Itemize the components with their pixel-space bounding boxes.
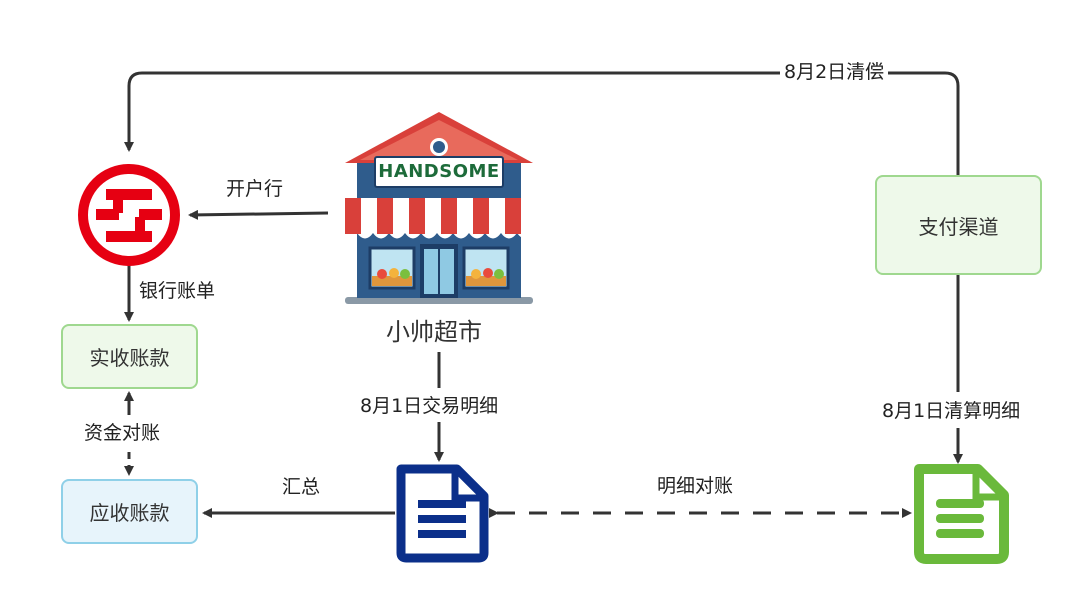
document-icon: [396, 464, 489, 563]
transaction-detail-label: 8月1日交易明细: [360, 395, 499, 417]
store-sign-text: HANDSOME: [378, 161, 500, 182]
received-funds-node: 实收账款: [61, 324, 198, 389]
fund-reconciliation-label: 资金对账: [84, 422, 161, 444]
detail-reconciliation-label: 明细对账: [657, 475, 734, 497]
opening-bank-label: 开户行: [226, 178, 284, 200]
icbc-bank-logo-icon: [78, 164, 180, 266]
settlement-connector: [124, 71, 960, 175]
receivables-label: 应收账款: [89, 501, 170, 525]
settlement-label: 8月2日清偿: [780, 63, 889, 82]
payment-channel-label: 支付渠道: [918, 214, 999, 239]
opening-bank-connector: [188, 209, 329, 220]
store-name: 小帅超市: [386, 318, 482, 346]
storefront-icon: [345, 112, 533, 304]
clearing-detail-label: 8月1日清算明细: [882, 400, 1021, 422]
bank-statement-label: 银行账单: [139, 280, 216, 302]
document-icon: [914, 464, 1009, 564]
received-funds-label: 实收账款: [89, 346, 170, 370]
payment-channel-node: 支付渠道: [875, 175, 1042, 275]
summary-label: 汇总: [282, 476, 321, 498]
receivables-node: 应收账款: [61, 479, 198, 544]
